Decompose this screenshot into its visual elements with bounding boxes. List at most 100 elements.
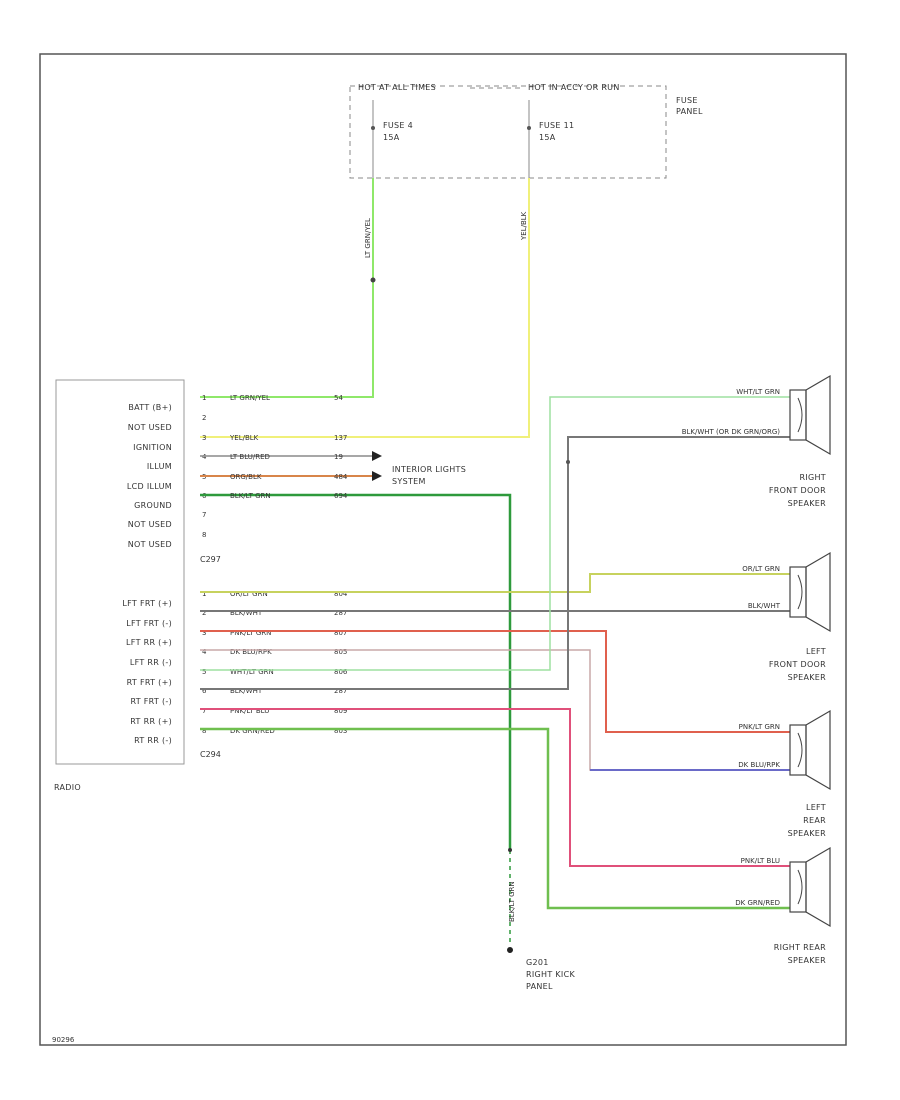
wire-ignition — [200, 178, 530, 438]
interior-lights-label-1: INTERIOR LIGHTS — [392, 465, 466, 474]
wire-rt-rr-neg — [200, 727, 790, 910]
c297-wire-5-color: ORG/BLK — [230, 473, 262, 481]
c294-pin-5: 5 — [202, 668, 206, 676]
c294-wire-7-color: PNK/LT BLU — [230, 707, 269, 715]
diagram-frame — [39, 53, 847, 1046]
c294-wire-3-circuit: 807 — [334, 629, 347, 637]
rf-wire-neg-label: BLK/WHT (OR DK GRN/ORG) — [682, 428, 781, 436]
ground-wire-color-vertical: BLK/LT GRN — [508, 881, 516, 922]
wire-illum-arrow — [372, 451, 382, 461]
speaker-right-rear-cone — [805, 846, 831, 928]
fuse-a-name: FUSE 4 — [383, 121, 413, 130]
wire-ground — [200, 493, 512, 850]
rr-wire-neg-label: DK GRN/RED — [735, 899, 780, 907]
ground-location-1: RIGHT KICK — [526, 970, 575, 979]
rr-speaker-label-2: SPEAKER — [788, 956, 827, 965]
wire-lft-rr-pos — [200, 630, 790, 733]
ground-location-2: PANEL — [526, 982, 553, 991]
c297-wire-3-circuit: 137 — [334, 434, 347, 442]
speaker-left-front-magnet — [789, 566, 807, 618]
wire-rt-frt-neg — [200, 436, 790, 690]
speaker-left-rear-coil — [797, 732, 803, 768]
c297-pin-7: 7 — [202, 511, 206, 519]
c294-wire-labels: OR/LT GRN 804 BLK/WHT 287 PNK/LT GRN 807… — [230, 590, 348, 735]
c294-wire-4-circuit: 805 — [334, 648, 347, 656]
c294-func-6: RT FRT (-) — [130, 697, 172, 706]
c294-wire-2-circuit: 287 — [334, 609, 347, 617]
lr-speaker-label-1: LEFT — [806, 803, 826, 812]
rr-speaker-label-1: RIGHT REAR — [774, 943, 826, 952]
ground-splice-top — [508, 848, 512, 852]
c297-wire-5-circuit: 484 — [334, 473, 348, 481]
ground-point — [507, 947, 513, 953]
fuse-panel-label-2: PANEL — [676, 107, 703, 116]
c297-wire-3-color: YEL/BLK — [229, 434, 259, 442]
rf-speaker-label-3: SPEAKER — [788, 499, 827, 508]
wire-lft-frt-pos — [200, 573, 790, 593]
lr-wire-pos-label: PNK/LT GRN — [739, 723, 780, 731]
speaker-left-rear-magnet — [789, 724, 807, 776]
c294-wire-6-circuit: 287 — [334, 687, 347, 695]
ground-name: G201 — [526, 958, 549, 967]
lr-speaker-label-2: REAR — [803, 816, 826, 825]
c294-pins: 1 2 3 4 5 6 7 8 — [202, 590, 207, 735]
c297-func-4: ILLUM — [147, 462, 172, 471]
speaker-left-rear — [789, 709, 831, 791]
c297-func-6: GROUND — [134, 501, 172, 510]
lf-speaker-label-2: FRONT DOOR — [769, 660, 826, 669]
speaker-left-front-coil — [797, 574, 803, 610]
lf-speaker-label-3: SPEAKER — [788, 673, 827, 682]
c294-func-7: RT RR (+) — [130, 717, 172, 726]
wire-rt-rr-pos — [200, 708, 790, 867]
radio-box — [55, 379, 185, 765]
c297-wire-1-color: LT GRN/YEL — [230, 394, 270, 402]
c294-wire-2-color: BLK/WHT — [230, 609, 263, 617]
c297-wire-6-color: BLK/LT GRN — [230, 492, 271, 500]
c294-pin-4: 4 — [202, 648, 207, 656]
lf-wire-pos-label: OR/LT GRN — [742, 565, 780, 573]
fuse-a-dot — [371, 126, 375, 130]
fuse-b-name: FUSE 11 — [539, 121, 574, 130]
c297-connector-name: C297 — [200, 555, 221, 564]
lr-speaker-label-3: SPEAKER — [788, 829, 827, 838]
c294-wire-8-color: DK GRN/RED — [230, 727, 275, 735]
fuse-panel-box — [349, 85, 667, 179]
interior-lights-label-2: SYSTEM — [392, 477, 426, 486]
wire-lcd-illum-arrow — [372, 471, 382, 481]
c297-func-1: BATT (B+) — [128, 403, 172, 412]
lf-wire-neg-label: BLK/WHT — [748, 602, 781, 610]
speaker-right-front-magnet — [789, 389, 807, 441]
c294-wire-5-color: WHT/LT GRN — [230, 668, 274, 676]
wire-batt-color-vertical: LT GRN/YEL — [364, 218, 372, 258]
c294-wire-5-circuit: 806 — [334, 668, 348, 676]
c297-func-2: NOT USED — [128, 423, 172, 432]
c294-wire-1-color: OR/LT GRN — [230, 590, 268, 598]
rr-wire-pos-label: PNK/LT BLU — [741, 857, 780, 865]
c294-pin-7: 7 — [202, 707, 206, 715]
c294-wire-1-circuit: 804 — [334, 590, 348, 598]
c297-wire-6-circuit: 694 — [334, 492, 348, 500]
rt-frt-neg-splice — [566, 460, 570, 464]
c294-wire-6-color: BLK/WHT — [230, 687, 263, 695]
speaker-left-front-cone — [805, 551, 831, 633]
speaker-right-rear — [789, 846, 831, 928]
radio-label: RADIO — [54, 783, 81, 792]
c297-pin-3: 3 — [202, 434, 206, 442]
c297-pin-8: 8 — [202, 531, 206, 539]
fuse-b-dot — [527, 126, 531, 130]
c297-pin-4: 4 — [202, 453, 207, 461]
c294-wire-3-color: PNK/LT GRN — [230, 629, 271, 637]
c294-pin-8: 8 — [202, 727, 206, 735]
rf-speaker-label-1: RIGHT — [799, 473, 826, 482]
c297-func-5: LCD ILLUM — [127, 482, 172, 491]
c297-pin-2: 2 — [202, 414, 206, 422]
speaker-left-rear-cone — [805, 709, 831, 791]
c294-wire-4-color: DK BLU/RPK — [230, 648, 272, 656]
rf-wire-pos-label: WHT/LT GRN — [736, 388, 780, 396]
c297-functions: BATT (B+) NOT USED IGNITION ILLUM LCD IL… — [127, 403, 172, 549]
speaker-right-front-cone — [805, 374, 831, 456]
c294-func-2: LFT FRT (-) — [126, 619, 172, 628]
c294-wire-8-circuit: 803 — [334, 727, 347, 735]
c294-pin-1: 1 — [202, 590, 206, 598]
fuse-panel-label-1: FUSE — [676, 96, 698, 105]
